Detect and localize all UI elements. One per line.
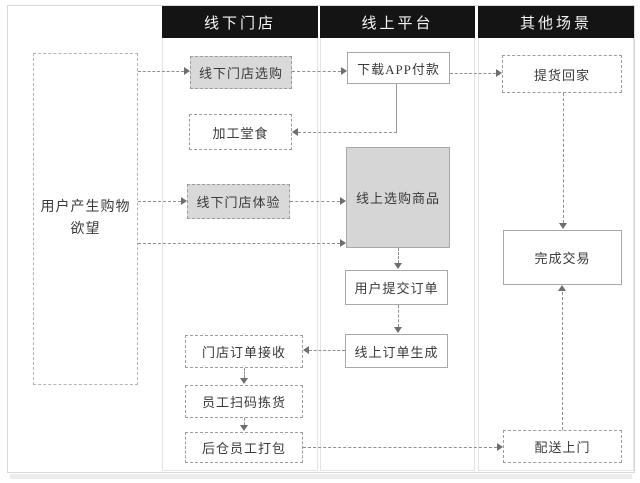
node-warehouse-staff-pack: 后仓员工打包	[185, 432, 303, 463]
node-label: 后仓员工打包	[201, 441, 286, 456]
arrow-origin-to-online-select	[138, 243, 340, 244]
node-label: 用户提交订单	[354, 281, 439, 296]
arrowhead-right-icon	[340, 239, 346, 247]
node-pickup-go-home: 提货回家	[502, 55, 622, 93]
node-home-delivery: 配送上门	[503, 430, 622, 463]
arrow-submit-to-generated	[398, 305, 399, 327]
node-online-select-goods: 线上选购商品	[346, 147, 450, 248]
arrow-pickup-home-to-complete	[563, 93, 564, 223]
arrow-generated-to-receive	[309, 350, 345, 351]
frame-shadow	[10, 474, 632, 479]
arrow-origin-to-offline-select	[138, 71, 184, 72]
node-user-submit-order: 用户提交订单	[345, 270, 448, 305]
node-user-shopping-desire: 用户产生购物 欲望	[33, 53, 138, 385]
arrowhead-down-icon	[559, 223, 567, 229]
node-offline-store-select: 线下门店选购	[190, 56, 292, 89]
arrowhead-down-icon	[240, 378, 248, 384]
node-complete-transaction: 完成交易	[503, 230, 622, 285]
arrowhead-up-icon	[558, 285, 566, 291]
arrowhead-right-icon	[341, 67, 347, 75]
node-label: 线下门店选购	[198, 66, 283, 81]
arrow-download-app-to-pickup-home	[450, 73, 496, 74]
node-staff-scan-pick: 员工扫码拣货	[185, 385, 303, 418]
node-label: 用户产生购物 欲望	[40, 200, 131, 237]
node-label: 员工扫码拣货	[201, 395, 286, 410]
node-store-order-receive: 门店订单接收	[185, 335, 303, 368]
arrow-pack-to-delivery	[303, 447, 497, 448]
node-label: 配送上门	[534, 440, 591, 455]
lane-header-label: 其他场景	[519, 15, 592, 32]
arrow-offline-select-to-download-app	[292, 71, 341, 72]
arrowhead-down-icon	[240, 425, 248, 431]
node-label: 提货回家	[533, 67, 590, 83]
node-label: 线上选购商品	[355, 191, 440, 206]
arrow-origin-to-offline-experience	[138, 201, 181, 202]
arrowhead-down-icon	[394, 263, 402, 269]
lane-header-online-platform: 线上平台	[320, 6, 475, 38]
arrowhead-right-icon	[496, 69, 502, 77]
lane-header-label: 线上平台	[361, 15, 434, 32]
arrowhead-right-icon	[497, 443, 503, 451]
lane-header-other-scenes: 其他场景	[478, 6, 634, 38]
node-label: 线上订单生成	[354, 344, 439, 360]
arrowhead-left-icon	[303, 346, 309, 354]
node-process-dine-in: 加工堂食	[189, 114, 292, 150]
arrow-online-select-to-submit	[398, 248, 399, 263]
arrow-download-app-to-dine-in	[298, 132, 397, 133]
arrow-offline-experience-to-online-select	[290, 201, 340, 202]
node-download-app-pay: 下载APP付款	[347, 52, 450, 84]
arrowhead-right-icon	[184, 67, 190, 75]
node-label: 完成交易	[534, 251, 591, 266]
node-label: 加工堂食	[212, 125, 269, 141]
lane-header-label: 线下门店	[203, 15, 276, 32]
arrow-delivery-to-complete	[562, 292, 563, 430]
arrowhead-left-icon	[292, 128, 298, 136]
node-offline-store-experience: 线下门店体验	[187, 184, 290, 219]
lane-header-offline-store: 线下门店	[162, 6, 318, 38]
node-label: 线下门店体验	[196, 195, 281, 210]
node-label: 门店订单接收	[201, 345, 286, 360]
arrow-receive-to-scan	[244, 368, 245, 378]
arrowhead-right-icon	[340, 197, 346, 205]
arrowhead-right-icon	[181, 197, 187, 205]
connector-download-app-down	[396, 84, 397, 132]
arrow-scan-to-pack	[244, 418, 245, 425]
node-online-order-generated: 线上订单生成	[345, 334, 448, 368]
node-label: 下载APP付款	[357, 61, 440, 77]
arrowhead-down-icon	[394, 327, 402, 333]
